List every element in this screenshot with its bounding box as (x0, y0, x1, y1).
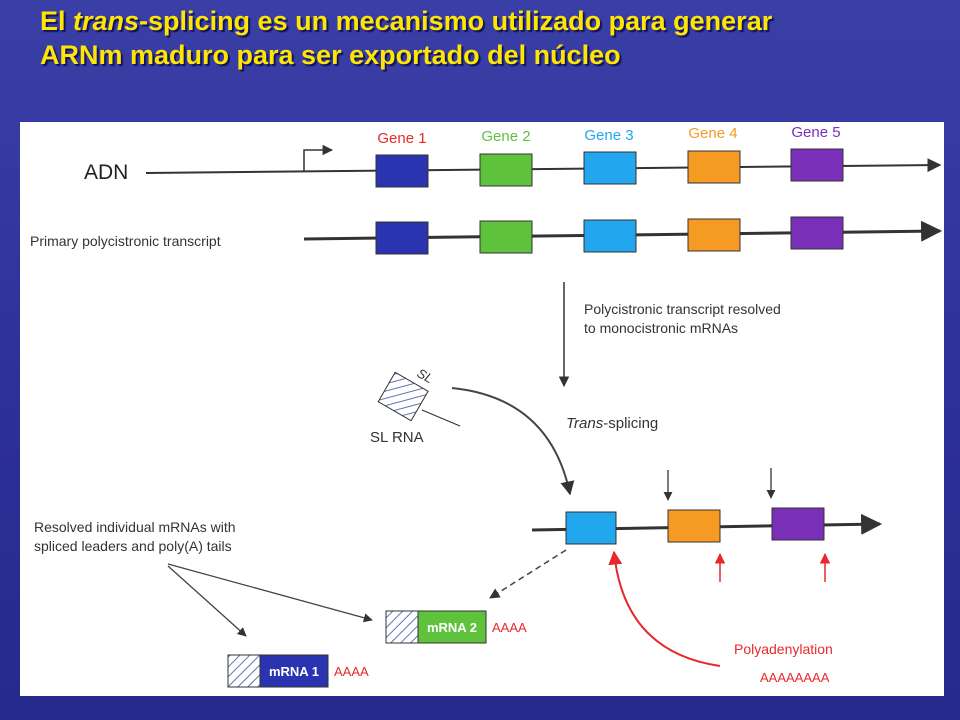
gene-1-label: Gene 1 (377, 130, 426, 147)
gene-5-label: Gene 5 (791, 124, 840, 141)
mrna-2-leader (385, 610, 419, 644)
mrna-1-body (259, 654, 329, 688)
title-italic-trans: trans (73, 6, 140, 36)
sl-rna-label: SL RNA (370, 429, 424, 446)
processing-gene-5 (771, 507, 825, 541)
processing-gene-4 (667, 509, 721, 543)
mrna-2-body (417, 610, 487, 644)
dna-gene-2 (479, 153, 533, 187)
title-line-2: ARNm maduro para ser exportado del núcle… (40, 40, 621, 70)
dna-genes (375, 148, 844, 188)
transcript-gene-5 (790, 216, 844, 250)
polyadenylation-sequence: AAAAAAAA (760, 670, 830, 685)
dna-gene-3 (583, 151, 637, 185)
mrna-1-polya: AAAA (334, 664, 369, 679)
transcript-gene-2 (479, 220, 533, 254)
diagram-panel: ADN Gene 1 Gene 2 Gene 3 Gene 4 Gene 5 P… (20, 122, 944, 696)
mrna-1: mRNA 1 AAAA (227, 654, 369, 688)
resolved-pointer-mrna1 (167, 565, 247, 637)
gene-3-label: Gene 3 (584, 127, 633, 144)
gene-4-label: Gene 4 (688, 125, 737, 142)
gene-2-label: Gene 2 (481, 128, 530, 145)
mrna-1-leader (227, 654, 261, 688)
polya-curve-arrow (608, 550, 721, 667)
transcript-gene-3 (583, 219, 637, 253)
trans-splicing-label: Trans-splicing (566, 415, 658, 432)
mrna-2: mRNA 2 AAAA (385, 610, 527, 644)
primary-transcript-label: Primary polycistronic transcript (30, 233, 221, 249)
sl-leader-box (377, 371, 429, 422)
transcript-gene-1 (375, 221, 429, 255)
sl-rna-block (377, 371, 429, 422)
resolved-pointer-mrna2 (167, 563, 373, 623)
mrna-2-label: mRNA 2 (427, 620, 477, 635)
dna-label: ADN (84, 161, 128, 184)
resolution-label-line-1: Polycistronic transcript resolved (584, 301, 781, 317)
resolved-label-line-2: spliced leaders and poly(A) tails (34, 538, 232, 554)
transcript-genes (375, 216, 844, 255)
dna-gene-1 (375, 154, 429, 188)
promoter-arrow-icon (303, 144, 334, 171)
trans-splicing-diagram: ADN Gene 1 Gene 2 Gene 3 Gene 4 Gene 5 P… (30, 124, 943, 688)
sl-label: SL (415, 365, 436, 386)
transcript-gene-4 (687, 218, 741, 252)
sl-rna-tail (421, 409, 461, 427)
dashed-resolution-arrow (489, 549, 567, 599)
resolution-label-line-2: to monocistronic mRNAs (584, 320, 738, 336)
processing-gene-3 (565, 511, 617, 545)
polyadenylation-label: Polyadenylation (734, 641, 833, 657)
resolved-label-line-1: Resolved individual mRNAs with (34, 519, 236, 535)
mrna-1-label: mRNA 1 (269, 664, 319, 679)
dna-gene-4 (687, 150, 741, 184)
trans-splicing-arrow (451, 387, 575, 496)
gene-labels: Gene 1 Gene 2 Gene 3 Gene 4 Gene 5 (377, 124, 840, 147)
dna-gene-5 (790, 148, 844, 182)
mrna-2-polya: AAAA (492, 620, 527, 635)
slide-title: El trans-splicing es un mecanismo utiliz… (40, 4, 940, 72)
title-line-1: El trans-splicing es un mecanismo utiliz… (40, 6, 773, 36)
